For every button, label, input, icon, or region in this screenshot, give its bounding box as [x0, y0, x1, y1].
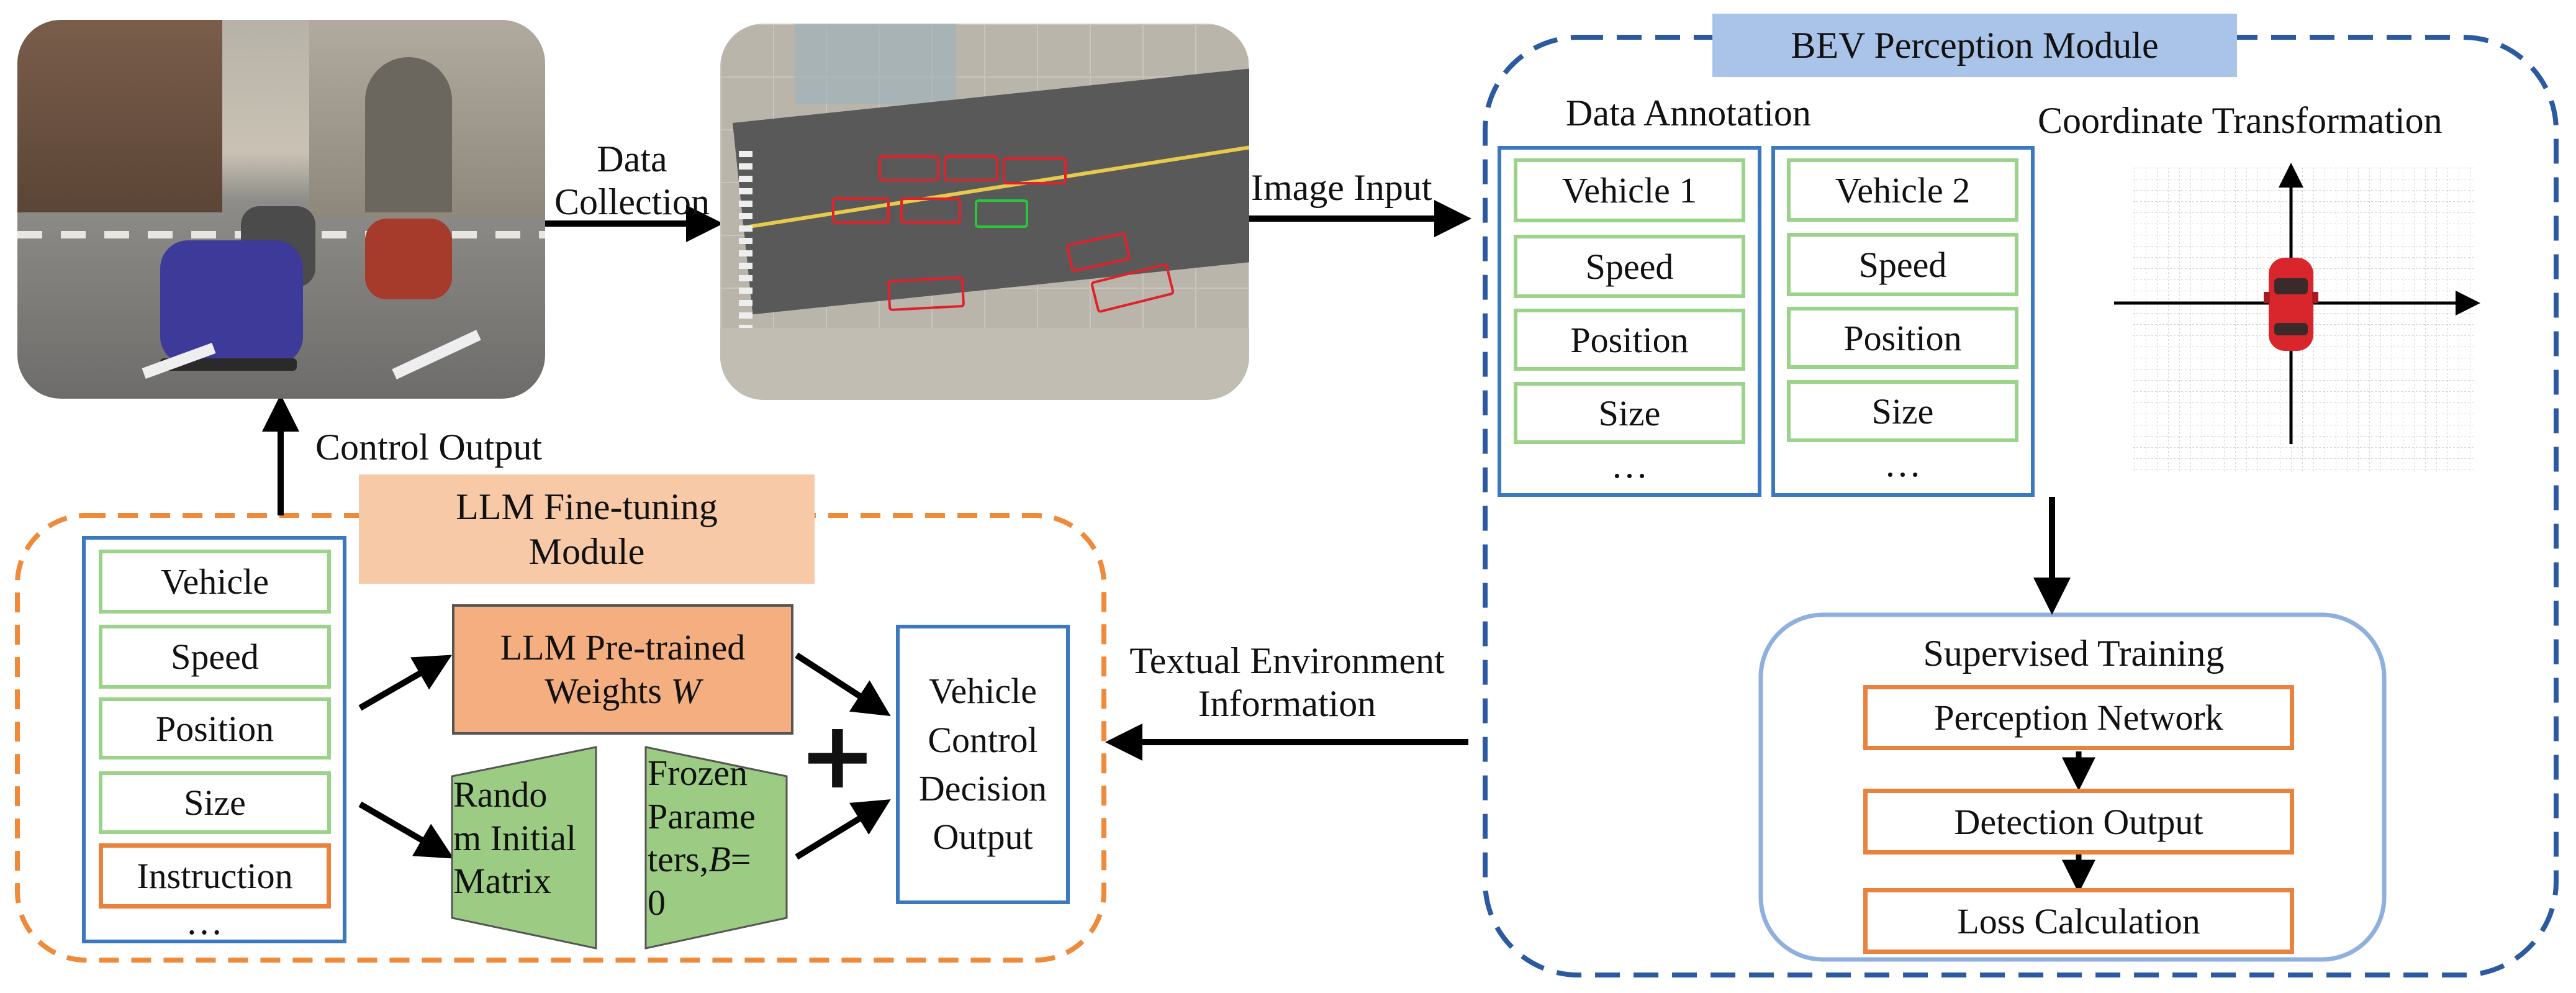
street-scene-photo [17, 20, 545, 399]
plus-sign: + [798, 702, 877, 810]
control-output-label: Control Output [315, 427, 543, 468]
vehicle-2-position: Position [1787, 307, 2018, 369]
llm-module-outline [15, 513, 1106, 963]
vehicle-2-speed: Speed [1787, 233, 2018, 296]
llm-input-position: Position [99, 697, 331, 759]
vehicle-1-speed: Speed [1514, 235, 1745, 298]
red-car-icon [2264, 258, 2318, 351]
vehicle-1-position: Position [1514, 309, 1745, 371]
bev-overhead-photo [720, 24, 1249, 400]
loss-calculation-step: Loss Calculation [1863, 888, 2294, 954]
detection-output-step: Detection Output [1863, 789, 2294, 855]
coordinate-transformation-title: Coordinate Transformation [2038, 100, 2443, 141]
perception-network-step: Perception Network [1863, 685, 2294, 750]
pretrained-weights-box: LLM Pre-trained Weights W [452, 604, 793, 735]
llm-input-vehicle: Vehicle [99, 550, 331, 614]
frozen-parameters-shape [644, 746, 788, 950]
vehicle-1-size: Size [1514, 382, 1745, 444]
image-input-label: Image Input [1251, 167, 1432, 208]
arrow-pretrained-to-decision [795, 652, 891, 717]
data-annotation-title: Data Annotation [1566, 93, 1811, 134]
vehicle-2-ellipsis: … [1884, 443, 1922, 484]
vehicle-2-size: Size [1787, 380, 2018, 442]
llm-inputs-ellipsis: … [186, 901, 223, 942]
llm-input-speed: Speed [99, 625, 331, 689]
decision-output-box: Vehicle Control Decision Output [896, 625, 1070, 904]
llm-module-title: LLM Fine-tuning Module [359, 474, 815, 584]
vehicle-1-ellipsis: … [1611, 445, 1648, 486]
bev-module-title: BEV Perception Module [1712, 14, 2237, 77]
random-initial-matrix-label: Rando m Initial Matrix [453, 774, 577, 902]
frozen-parameters-label: Frozen Parame ters,B= 0 [648, 753, 756, 923]
data-collection-label: Data Collection [554, 138, 710, 222]
arrow-inputs-to-random [358, 801, 454, 859]
llm-input-size: Size [99, 771, 331, 834]
vehicle-1-header: Vehicle 1 [1514, 158, 1745, 222]
llm-input-instruction: Instruction [99, 843, 331, 909]
arrow-frozen-to-decision [795, 799, 891, 860]
random-initial-matrix-shape [451, 746, 597, 950]
vehicle-2-header: Vehicle 2 [1787, 158, 2018, 222]
arrow-inputs-to-pretrained [358, 655, 452, 711]
supervised-training-outline [1758, 612, 2387, 962]
textual-env-label: Textual Environment Information [1129, 640, 1445, 724]
supervised-training-title: Supervised Training [1923, 633, 2225, 674]
